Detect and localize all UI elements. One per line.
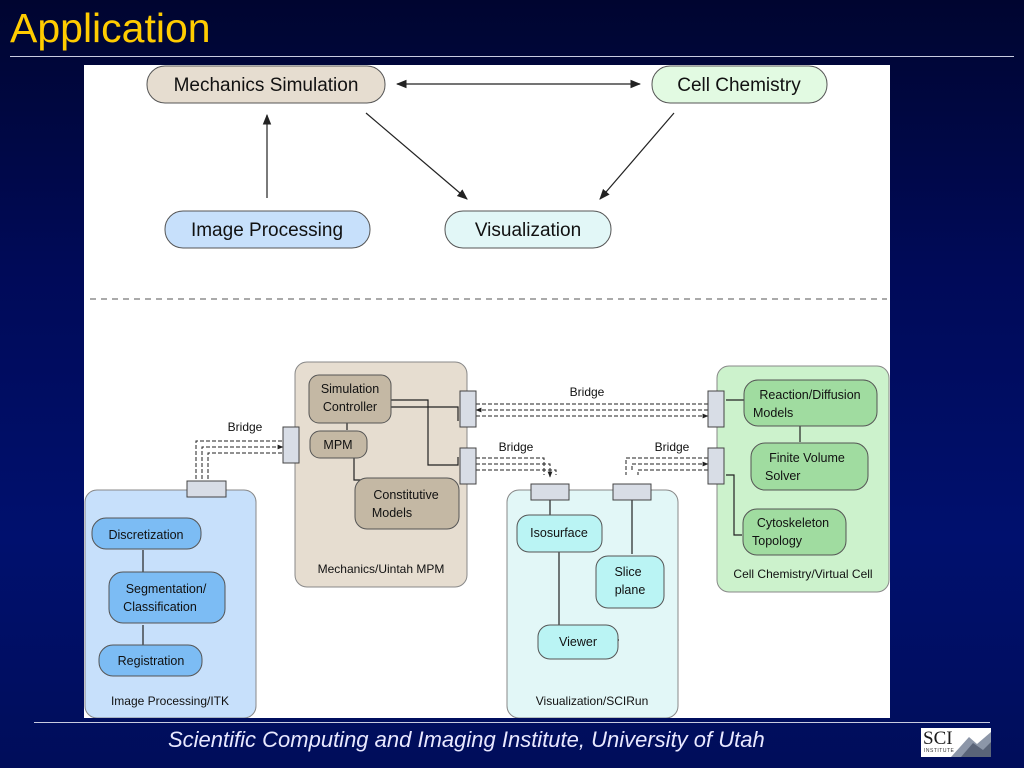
logo-letters: SCI [923, 728, 953, 749]
bridge-label-cell-vis: Bridge [655, 440, 690, 454]
module-simulation-controller-line2: Controller [323, 400, 377, 414]
module-registration-label: Registration [118, 654, 185, 668]
port-image-top [186, 480, 227, 498]
mountain-icon [951, 732, 991, 757]
group-visualization-label: Visualization/SCIRun [536, 694, 649, 708]
port-mechanics-right-top [459, 390, 477, 428]
module-reaction-diffusion-line1: Reaction/Diffusion [759, 388, 860, 402]
top-edges [262, 79, 675, 200]
bridge-connections [195, 403, 709, 479]
bridge-link-mechanics-vis-1 [476, 457, 545, 475]
module-segmentation-classification: Segmentation/ Classification [108, 571, 226, 624]
module-constitutive-models-line2: Models [372, 506, 412, 520]
module-discretization: Discretization [91, 517, 202, 550]
bridge-link-cell-vis-2 [631, 461, 709, 470]
bridge-link-mechanics-vis-3 [476, 469, 557, 475]
group-cell-chemistry-label: Cell Chemistry/Virtual Cell [733, 567, 872, 581]
module-mpm-label: MPM [323, 438, 352, 452]
application-diagram: Mechanics Simulation Cell Chemistry Imag… [84, 65, 890, 718]
bridge-link-image-mechanics-2 [201, 444, 284, 479]
diagram-panel: Mechanics Simulation Cell Chemistry Imag… [84, 65, 890, 718]
module-viewer: Viewer [537, 624, 619, 660]
footer-text: Scientific Computing and Imaging Institu… [168, 727, 765, 752]
slide-title: Application [10, 5, 211, 51]
port-cell-left-top [707, 390, 725, 428]
title-divider [10, 56, 1014, 57]
module-isosurface: Isosurface [516, 514, 603, 553]
node-cell-chemistry: Cell Chemistry [651, 65, 828, 104]
module-reaction-diffusion: Reaction/Diffusion Models [743, 379, 878, 427]
group-image-processing-label: Image Processing/ITK [111, 694, 229, 708]
module-segmentation-classification-line2: Classification [123, 600, 197, 614]
module-isosurface-label: Isosurface [530, 526, 588, 540]
port-mechanics-right-bottom [459, 447, 477, 485]
node-mechanics-simulation-label: Mechanics Simulation [174, 75, 359, 96]
node-mechanics-simulation: Mechanics Simulation [146, 65, 386, 104]
sci-institute-logo: SCI INSTITUTE [921, 728, 991, 757]
port-vis-top-left [530, 483, 570, 501]
module-registration: Registration [98, 644, 203, 677]
group-mechanics-label: Mechanics/Uintah MPM [318, 562, 445, 576]
module-slice-plane: Slice plane [595, 555, 665, 609]
module-cytoskeleton-topology: Cytoskeleton Topology [742, 508, 847, 556]
edge-mechanics-to-visualization [365, 112, 468, 200]
module-slice-plane-line1: Slice [614, 565, 641, 579]
bridge-link-image-mechanics-1 [195, 440, 283, 479]
port-mechanics-left [282, 426, 300, 464]
module-finite-volume-solver-line1: Finite Volume [769, 451, 845, 465]
logo-subtitle: INSTITUTE [924, 748, 955, 754]
port-cell-left-bottom [707, 447, 725, 485]
bridge-link-cell-vis-3 [637, 469, 708, 475]
bridge-label-image-mechanics: Bridge [228, 420, 263, 434]
module-discretization-label: Discretization [108, 528, 183, 542]
bridge-label-mechanics-vis: Bridge [499, 440, 534, 454]
node-cell-chemistry-label: Cell Chemistry [677, 75, 801, 96]
module-finite-volume-solver: Finite Volume Solver [750, 442, 869, 491]
footer-divider [34, 722, 990, 723]
node-image-processing: Image Processing [164, 210, 371, 249]
edge-cell-to-visualization [599, 112, 675, 200]
port-vis-top-right [612, 483, 652, 501]
module-constitutive-models: Constitutive Models [354, 477, 460, 530]
module-viewer-label: Viewer [559, 635, 597, 649]
bridge-link-cell-vis-1 [625, 457, 708, 475]
module-simulation-controller-line1: Simulation [321, 382, 379, 396]
module-segmentation-classification-line1: Segmentation/ [126, 582, 207, 596]
node-image-processing-label: Image Processing [191, 220, 343, 241]
node-visualization: Visualization [444, 210, 612, 249]
module-finite-volume-solver-line2: Solver [765, 469, 800, 483]
bridge-ports [186, 390, 725, 501]
bridge-link-mechanics-vis-2 [476, 463, 553, 478]
module-slice-plane-line2: plane [615, 583, 646, 597]
module-mpm: MPM [309, 430, 368, 459]
module-simulation-controller: Simulation Controller [308, 374, 392, 424]
module-cytoskeleton-topology-line1: Cytoskeleton [757, 516, 829, 530]
bridge-label-mechanics-cell: Bridge [570, 385, 605, 399]
module-reaction-diffusion-line2: Models [753, 406, 793, 420]
module-constitutive-models-line1: Constitutive [373, 488, 438, 502]
module-cytoskeleton-topology-line2: Topology [752, 534, 803, 548]
node-visualization-label: Visualization [475, 220, 581, 241]
bridge-link-image-mechanics-3 [207, 452, 283, 479]
